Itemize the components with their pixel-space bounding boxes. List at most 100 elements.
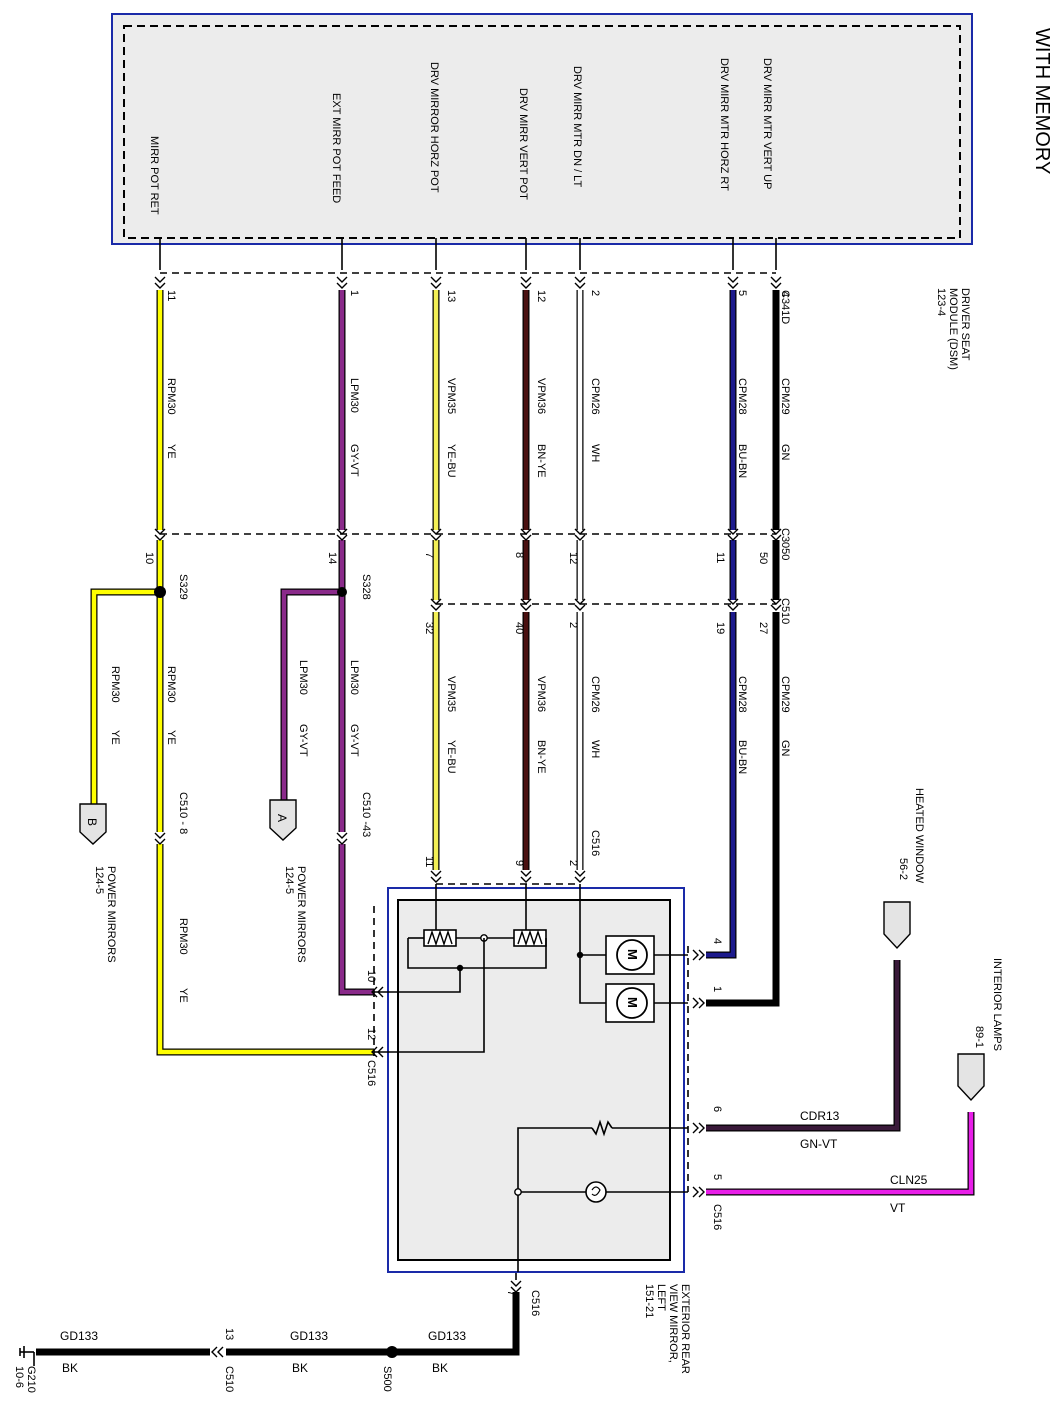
c516-pin: 9 — [513, 860, 525, 866]
flag-a-line2: 124-5 — [283, 866, 295, 894]
mirror-pin-7: 7 — [505, 1290, 517, 1296]
wire-label-circuit: RPM30 — [165, 666, 177, 703]
wire-label-color: BN-YE — [535, 444, 547, 478]
int-pot-ret — [374, 938, 485, 1053]
terminal-ground-c510 — [211, 1346, 224, 1358]
ground-c510-label: C510 — [223, 1366, 235, 1392]
ground-c510-pin: 13 — [223, 1328, 235, 1340]
flag-b — [79, 803, 107, 845]
wire-label-color: GY-VT — [348, 724, 360, 757]
flag-a-letter: A — [275, 814, 289, 822]
wire-label-circuit: RPM30 — [165, 378, 177, 415]
connector-c510-8: C510 - 8 — [177, 792, 189, 834]
c3050-pin: 12 — [567, 552, 579, 564]
wire-cpm29-lower-outline — [706, 612, 780, 1007]
mirror-pin-12: 12 — [365, 1028, 377, 1040]
c3050-pin: 50 — [757, 552, 769, 564]
int-lamp — [585, 1181, 607, 1203]
rpm-lower-color: YE — [177, 988, 189, 1003]
connector-c3050: C3050 — [779, 528, 791, 560]
module-inner-outline — [123, 25, 961, 239]
c3050-pin: 8 — [513, 552, 525, 558]
flag-interior-lamps — [957, 1053, 985, 1102]
fn-drv-mirr-mtr-horz-rt: DRV MIRR MTR HORZ RT — [718, 58, 730, 191]
wire-label-color: YE-BU — [445, 444, 457, 478]
c510-pin: 19 — [714, 622, 726, 634]
wire-label-color: BN-YE — [535, 740, 547, 774]
wires — [36, 238, 975, 1358]
splice-s500-node — [386, 1346, 398, 1358]
terminal-c516-top-2 — [430, 870, 442, 883]
wire-label-circuit: CPM29 — [779, 676, 791, 713]
interior-lamps-line1: INTERIOR LAMPS — [991, 958, 1003, 1051]
terminal-c510-0 — [770, 598, 782, 611]
wire-cdr13 — [706, 960, 900, 1131]
wire-label-color: WH — [589, 740, 601, 758]
terminal-c510-4 — [430, 598, 442, 611]
terminal-c341d-2 — [574, 276, 586, 289]
flag-a — [269, 799, 297, 841]
ground-g210-ref: 10-6 — [13, 1366, 25, 1388]
dsm-pin: 12 — [535, 290, 547, 302]
terminal-c341d-4 — [430, 276, 442, 289]
wire-lpm30-lower — [339, 844, 374, 995]
terminal-pin-1 — [692, 997, 705, 1009]
mirror-pin-1: 1 — [711, 986, 723, 992]
int-lamp-filament — [591, 1186, 601, 1196]
c3050-pin: 7 — [423, 552, 435, 558]
mirror-pin-4: 4 — [711, 938, 723, 944]
terminal-c510-8 — [154, 832, 166, 845]
flag-heated-window — [883, 901, 911, 950]
fn-drv-mirr-vert-pot: DRV MIRR VERT POT — [517, 88, 529, 200]
fn-drv-mirr-mtr-dn-lt: DRV MIRR MTR DN / LT — [571, 66, 583, 187]
terminal-c341d-0 — [770, 276, 782, 289]
splice-s500: S500 — [381, 1366, 393, 1392]
wire-label-circuit: VPM36 — [535, 676, 547, 712]
wire-label-color: BU-BN — [736, 444, 748, 478]
c510-pin: 27 — [757, 622, 769, 634]
wire-lpm30-branch-outline — [280, 588, 342, 800]
wire-label-color: GY-VT — [348, 444, 360, 477]
wire-label-circuit: LPM30 — [348, 660, 360, 695]
cln25-circuit: CLN25 — [890, 1173, 928, 1187]
terminal-c516-top-0 — [574, 870, 586, 883]
motor-2-label: M — [625, 997, 640, 1008]
mirror-pin-5: 5 — [711, 1174, 723, 1180]
fn-ext-mirr-pot-feed: EXT MIRR POT FEED — [330, 93, 342, 203]
terminal-c341d-3 — [520, 276, 532, 289]
page-title: WITH MEMORY — [1031, 28, 1053, 174]
wire-label-circuit: VPM35 — [445, 378, 457, 414]
cdr13-color: GN-VT — [800, 1137, 838, 1151]
flag-b-line1: POWER MIRRORS — [105, 866, 117, 963]
fn-drv-mirr-mtr-vert-up: DRV MIRR MTR VERT UP — [761, 58, 773, 189]
wire-lpm30-branch — [281, 589, 342, 800]
wire-rpm30-lower — [157, 844, 374, 1055]
wire-label-color: YE-BU — [445, 740, 457, 774]
wire-label-color: YE — [165, 444, 177, 459]
terminal-c510-2 — [574, 598, 586, 611]
ground-g210: G210 — [25, 1366, 37, 1393]
cdr13-circuit: CDR13 — [800, 1109, 840, 1123]
int-motor-common — [579, 954, 606, 1004]
wire-label-color: BU-BN — [736, 740, 748, 774]
upper-wire-labels: CPM29 GN CPM28 BU-BN CPM26 WH VPM36 BN-Y… — [165, 378, 791, 478]
splice-s328-node — [337, 587, 347, 597]
mirror-pin-10: 10 — [365, 970, 377, 982]
ground-color-1: BK — [432, 1361, 448, 1375]
dsm-pin: 11 — [165, 290, 177, 301]
motor-1-label: M — [625, 949, 640, 960]
dsm-pin: 5 — [736, 290, 748, 296]
splice-s328: S328 — [360, 574, 372, 600]
mirror-ref: 151-21 — [643, 1284, 655, 1318]
c3050-pin: 10 — [143, 552, 155, 564]
module-connector-c341d: C341D — [779, 290, 791, 324]
ground-circuit-1: GD133 — [428, 1329, 466, 1343]
flag-a-line1: POWER MIRRORS — [295, 866, 307, 963]
pot-vertical-zigzag — [517, 929, 543, 947]
terminal-pin-4 — [692, 949, 705, 961]
wire-cpm29-lower — [706, 612, 779, 1006]
c510-pins: 27 19 2 40 32 — [423, 622, 769, 634]
terminal-c3050-3 — [520, 528, 532, 541]
flag-b-line2: 124-5 — [93, 866, 105, 894]
terminal-c341d-1 — [727, 276, 739, 289]
